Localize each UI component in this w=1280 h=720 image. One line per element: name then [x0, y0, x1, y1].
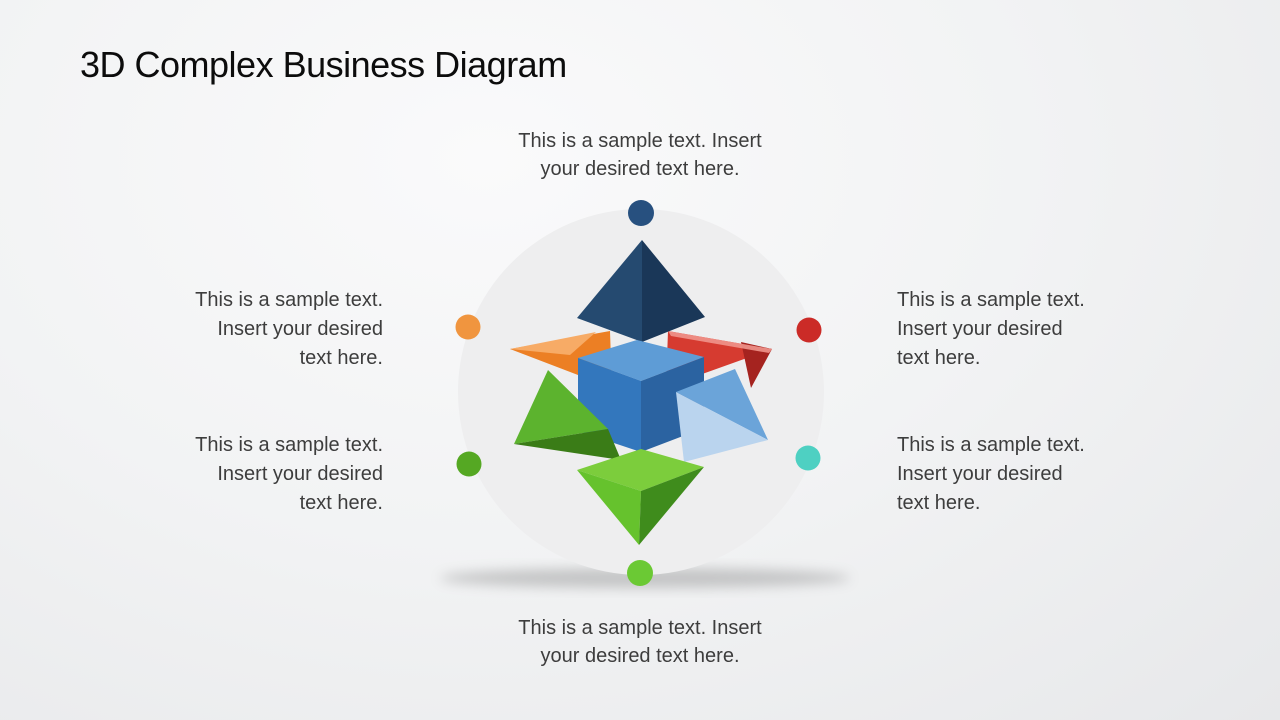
- marker-dot-bottom: [627, 560, 653, 586]
- bottom-pyramid-left-face: [577, 470, 641, 545]
- lower-right-pyramid-top-face: [676, 369, 768, 440]
- sample-text-line: Insert your desired: [217, 318, 383, 340]
- sample-text-line: This is a sample text. Insert: [518, 617, 762, 639]
- sample-text-line: text here.: [299, 347, 383, 369]
- sample-text-line: your desired text here.: [540, 645, 740, 667]
- sample-text-bottom: This is a sample text. Insert your desir…: [390, 614, 890, 670]
- sample-text-upper-right: This is a sample text. Insert your desir…: [897, 286, 1157, 373]
- page-title: 3D Complex Business Diagram: [80, 44, 567, 85]
- lower-left-pyramid-dark-face: [514, 429, 621, 460]
- sample-text-line: This is a sample text. Insert: [518, 130, 762, 152]
- lower-left-pyramid-top-face: [514, 370, 608, 444]
- sample-text-line: This is a sample text.: [897, 434, 1085, 456]
- left-pyramid-highlight: [510, 332, 596, 355]
- marker-dot-top: [628, 200, 654, 226]
- sample-text-lower-left: This is a sample text. Insert your desir…: [123, 431, 383, 518]
- sample-text-line: This is a sample text.: [195, 434, 383, 456]
- sample-text-line: text here.: [897, 347, 981, 369]
- marker-dot-lower-left: [456, 451, 482, 477]
- top-pyramid-right-face: [642, 240, 705, 342]
- marker-dot-upper-right: [796, 317, 822, 343]
- cube-top-face: [578, 340, 704, 381]
- sample-text-line: Insert your desired: [897, 318, 1063, 340]
- sample-text-top: This is a sample text. Insert your desir…: [390, 127, 890, 183]
- sample-text-line: This is a sample text.: [195, 289, 383, 311]
- sample-text-line: Insert your desired: [897, 463, 1063, 485]
- top-pyramid-left-face: [577, 240, 642, 342]
- marker-dot-lower-right: [795, 445, 821, 471]
- sample-text-line: Insert your desired: [217, 463, 383, 485]
- sample-text-lower-right: This is a sample text. Insert your desir…: [897, 431, 1157, 518]
- sample-text-line: text here.: [299, 492, 383, 514]
- right-pyramid-dark-face: [741, 342, 772, 388]
- sample-text-upper-left: This is a sample text. Insert your desir…: [123, 286, 383, 373]
- sample-text-line: This is a sample text.: [897, 289, 1085, 311]
- right-pyramid-edge-highlight: [668, 331, 772, 353]
- lower-right-pyramid-light-face: [676, 392, 768, 462]
- bottom-pyramid-top-face: [577, 449, 704, 491]
- bottom-pyramid-right-face: [639, 467, 704, 545]
- marker-dot-upper-left: [455, 314, 481, 340]
- sample-text-line: text here.: [897, 492, 981, 514]
- sample-text-line: your desired text here.: [540, 158, 740, 180]
